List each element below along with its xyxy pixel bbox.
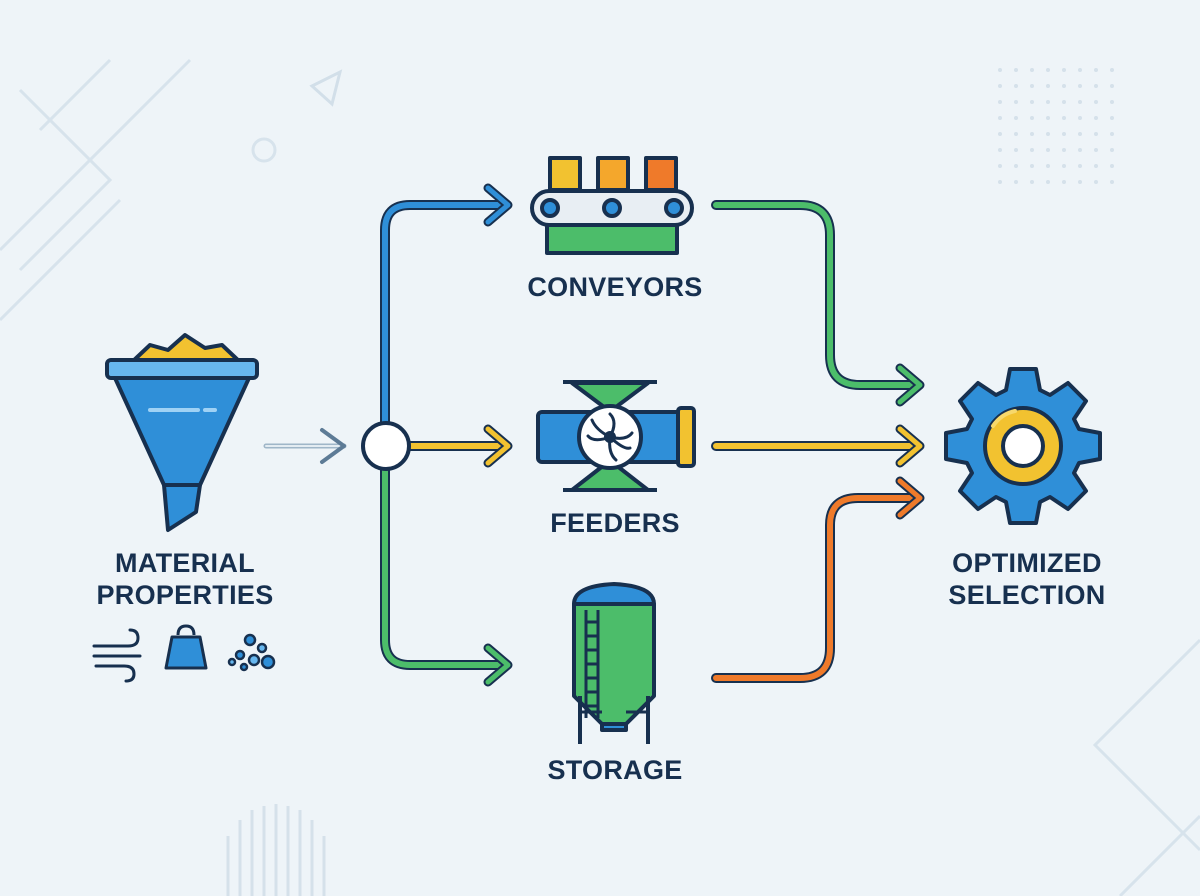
funnel-icon — [105, 333, 259, 532]
connection-splitter-feeders — [405, 424, 513, 468]
label-line: MATERIAL — [115, 548, 255, 578]
rotary-feeder-icon — [536, 380, 696, 492]
splitter-junction — [361, 421, 411, 471]
background-decorations — [0, 58, 1200, 896]
airflow-icon — [92, 628, 142, 683]
label-conveyors: CONVEYORS — [527, 272, 703, 302]
connection-feeders-result — [711, 424, 925, 468]
label-feeders: FEEDERS — [550, 508, 680, 538]
label-line: OPTIMIZED — [952, 548, 1102, 578]
weight-icon — [164, 624, 208, 670]
connection-conveyors-result — [711, 200, 925, 407]
connection-source-splitter — [263, 428, 347, 464]
decorative-line-fan — [226, 804, 326, 896]
decorative-dot-grid — [998, 68, 1114, 184]
label-line: PROPERTIES — [96, 579, 274, 610]
silo-icon — [572, 582, 656, 744]
connection-splitter-storage — [380, 463, 513, 687]
label-material-properties: MATERIAL PROPERTIES — [80, 548, 290, 612]
gear-icon — [944, 367, 1102, 525]
conveyor-belt-icon — [530, 156, 694, 255]
particles-icon — [227, 633, 276, 672]
label-line: SELECTION — [948, 579, 1106, 610]
connection-splitter-conveyors — [380, 183, 513, 431]
label-optimized-selection: OPTIMIZED SELECTION — [922, 548, 1132, 612]
connection-storage-result — [711, 476, 925, 683]
label-storage: STORAGE — [547, 755, 683, 785]
